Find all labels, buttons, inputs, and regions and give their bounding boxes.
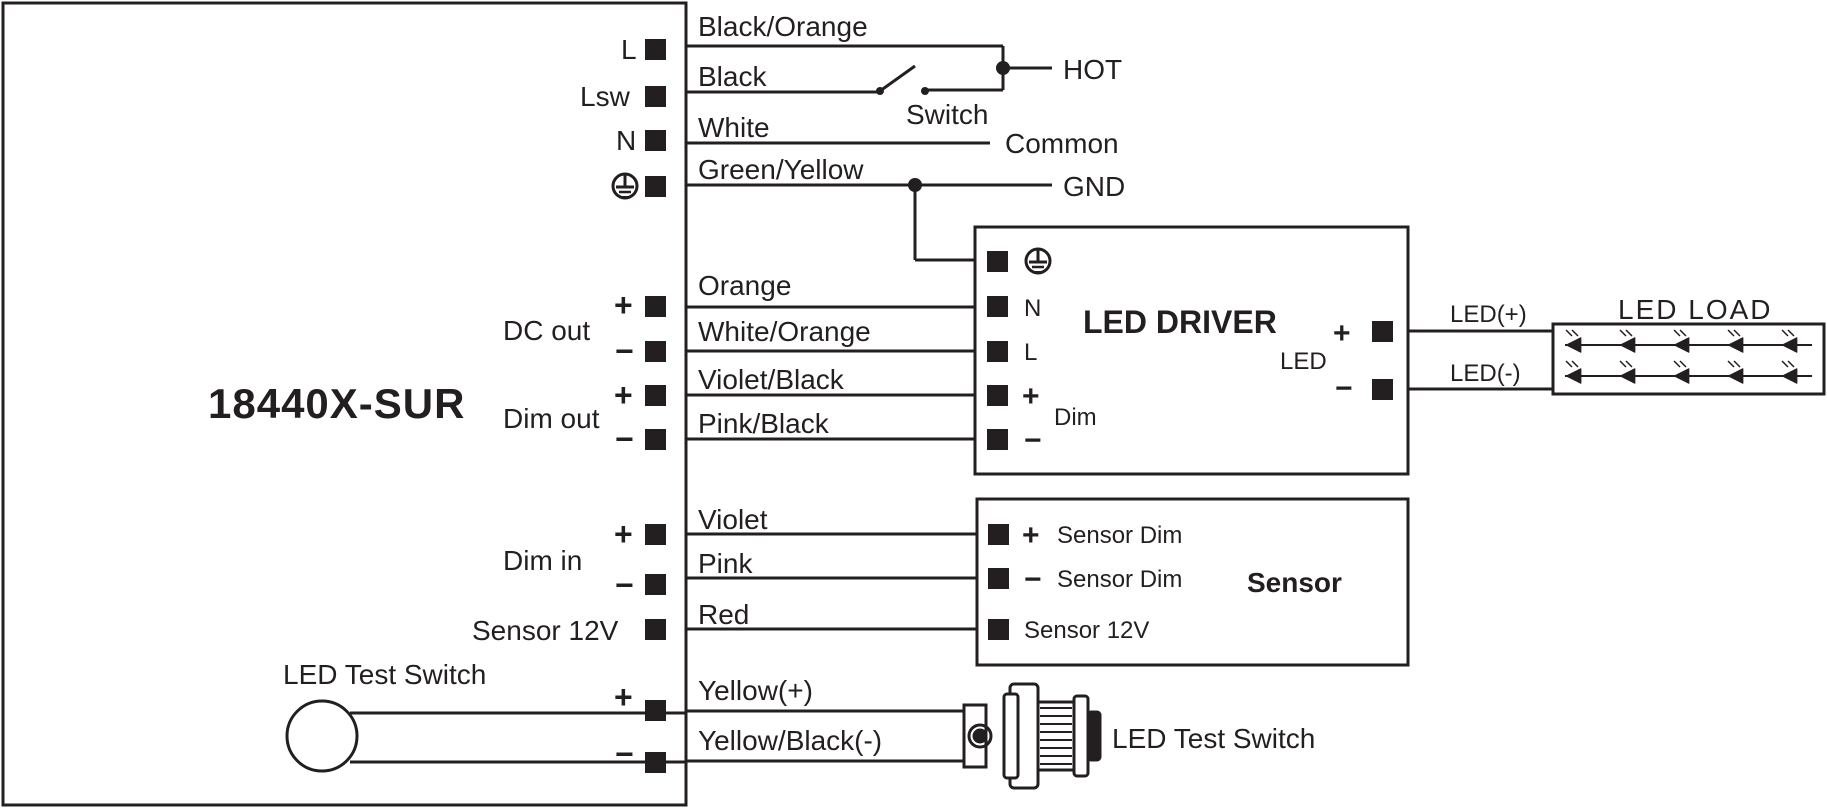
wire-label-white: White [698, 112, 770, 143]
terminal-l [645, 39, 666, 60]
test-minus-symbol: − [615, 736, 634, 772]
wire-label-pink: Pink [698, 548, 753, 579]
test-switch-label: LED Test Switch [1112, 723, 1315, 754]
terminal-test-plus [645, 700, 666, 721]
dc-out-plus-symbol: + [614, 287, 633, 323]
terminal-dc-minus [645, 341, 666, 362]
driver-dim-minus: − [1024, 424, 1042, 457]
led-load-minus-label: LED(-) [1450, 360, 1521, 387]
sensor-minus-dim-label: Sensor Dim [1057, 566, 1182, 593]
wire-label-pink-black: Pink/Black [698, 408, 830, 439]
driver-dim-plus: + [1022, 380, 1040, 413]
terminal-label-dim-in: Dim in [503, 545, 582, 576]
driver-ground-icon [1024, 247, 1052, 275]
driver-label-led: LED [1280, 348, 1327, 375]
dim-out-minus-symbol: − [615, 421, 634, 457]
led-load-title: LED LOAD [1618, 294, 1773, 325]
module-box [1, 1, 688, 807]
terminal-sensor-12v [645, 619, 666, 640]
terminal-n [645, 130, 666, 151]
ground-symbol-icon [611, 172, 639, 200]
dim-in-plus-symbol: + [614, 516, 633, 552]
sensor-title: Sensor [1247, 567, 1342, 598]
mains-gnd: GND [1063, 171, 1125, 202]
sensor-plus-symbol: + [1022, 519, 1040, 552]
sensor-plus-dim-label: Sensor Dim [1057, 522, 1182, 549]
wire-label-yellow-plus: Yellow(+) [698, 675, 813, 706]
led-array-icon [1565, 329, 1812, 385]
test-plus-symbol: + [614, 679, 633, 715]
module-name: 18440X-SUR [208, 380, 465, 427]
terminal-label-l: L [621, 34, 637, 65]
terminal-dim-in-plus [645, 524, 666, 545]
terminal-label-lsw: Lsw [580, 81, 631, 112]
led-test-switch-label: LED Test Switch [283, 659, 486, 690]
mains-hot: HOT [1063, 54, 1122, 85]
wire-label-violet-black: Violet/Black [698, 364, 845, 395]
terminal-label-dc-out: DC out [503, 315, 590, 346]
driver-label-dim: Dim [1054, 404, 1097, 431]
wire-label-black-orange: Black/Orange [698, 11, 868, 42]
driver-label-l: L [1024, 339, 1037, 366]
driver-led-minus: − [1335, 372, 1353, 405]
wire-label-black: Black [698, 61, 767, 92]
driver-label-n: N [1024, 295, 1041, 322]
sensor-minus-symbol: − [1024, 563, 1042, 596]
terminal-dim-out-plus [645, 385, 666, 406]
sensor-box [975, 497, 1410, 667]
mains-common: Common [1005, 128, 1119, 159]
terminal-dc-plus [645, 296, 666, 317]
wire-label-violet: Violet [698, 504, 768, 535]
wire-label-orange: Orange [698, 270, 791, 301]
dim-out-plus-symbol: + [614, 377, 633, 413]
wire-label-white-orange: White/Orange [698, 316, 871, 347]
mains-switch: Switch [906, 99, 988, 130]
terminal-label-n: N [616, 125, 636, 156]
dim-in-minus-symbol: − [615, 567, 634, 603]
terminal-label-sensor-12v: Sensor 12V [472, 615, 619, 646]
module-terminals [645, 39, 666, 773]
terminal-gnd [645, 176, 666, 197]
sensor-12v-label: Sensor 12V [1024, 617, 1149, 644]
terminal-label-dim-out: Dim out [503, 403, 600, 434]
led-driver-title: LED DRIVER [1083, 304, 1277, 340]
terminal-dim-in-minus [645, 574, 666, 595]
driver-led-plus: + [1333, 317, 1351, 350]
dc-out-minus-symbol: − [615, 333, 634, 369]
internal-test-switch-icon [285, 699, 359, 773]
test-switch-button-icon [962, 682, 1102, 790]
terminal-lsw [645, 86, 666, 107]
wire-label-green-yellow: Green/Yellow [698, 154, 864, 185]
terminal-dim-out-minus [645, 429, 666, 450]
wire-label-red: Red [698, 599, 749, 630]
led-load-plus-label: LED(+) [1450, 301, 1527, 328]
wire-label-yellow-black-minus: Yellow/Black(-) [698, 725, 882, 756]
